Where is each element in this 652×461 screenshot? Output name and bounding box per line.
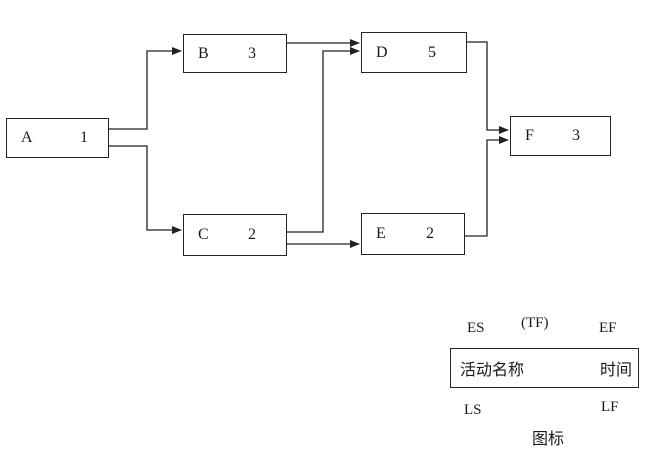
edge-c-d	[287, 47, 360, 233]
legend-node: 活动名称 时间	[450, 348, 639, 388]
activity-name: E	[376, 225, 386, 242]
edge-e-f	[465, 136, 509, 237]
activity-node-b: B 3	[183, 34, 287, 73]
activity-duration: 1	[80, 129, 88, 146]
legend-ls-label: LS	[464, 402, 482, 418]
activity-duration: 3	[572, 127, 580, 144]
legend-lf-label: LF	[601, 399, 619, 415]
legend-caption: 图标	[532, 429, 565, 448]
legend-time: 时间	[599, 360, 632, 379]
activity-duration: 5	[428, 43, 436, 61]
activity-node-f: F 3	[510, 116, 611, 156]
edge-a-c	[109, 145, 182, 234]
edge-a-b	[109, 47, 182, 130]
activity-name: A	[21, 129, 33, 146]
activity-name: D	[376, 43, 388, 61]
edge-d-f	[467, 41, 509, 134]
legend-ef-label: EF	[599, 320, 617, 336]
activity-node-a: A 1	[6, 118, 109, 158]
activity-duration: 2	[248, 226, 256, 243]
activity-duration: 3	[248, 44, 256, 62]
activity-name: C	[198, 226, 209, 243]
activity-node-c: C 2	[183, 214, 287, 256]
legend-activity-name: 活动名称	[460, 360, 525, 379]
legend-tf-label: (TF)	[521, 315, 549, 331]
activity-node-d: D 5	[361, 32, 467, 73]
activity-name: F	[525, 127, 534, 144]
activity-node-e: E 2	[361, 213, 465, 255]
activity-name: B	[198, 44, 209, 62]
activity-duration: 2	[426, 225, 434, 242]
legend-es-label: ES	[467, 320, 485, 336]
